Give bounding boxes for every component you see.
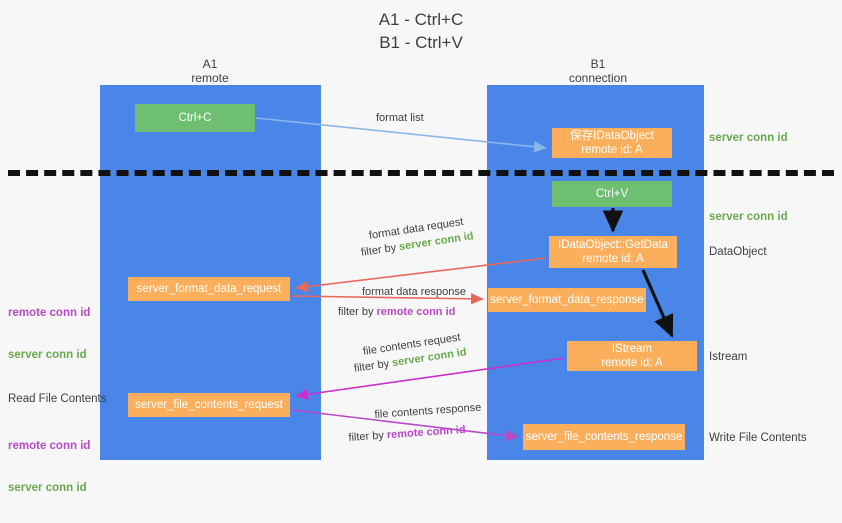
node-save-idataobject-line1: 保存IDataObject (570, 130, 654, 142)
node-save-idataobject-line2: remote id: A (581, 144, 643, 156)
side-label-conn-ids-upper: remote conn id server conn id (8, 278, 90, 390)
side-label-server-conn-id-2: server conn id (8, 482, 87, 494)
node-server-format-data-response[interactable]: server_format_data_response (488, 288, 646, 312)
side-label-dataobject: DataObject (709, 246, 767, 258)
side-label-server-conn-id-mid: server conn id (709, 211, 788, 223)
node-istream-line2: remote id: A (601, 357, 663, 369)
edge-filter-format-data-response: filter by remote conn id (338, 305, 455, 320)
connector-file-contents-request (295, 357, 565, 401)
node-istream[interactable]: IStream remote id: A (567, 341, 697, 371)
side-label-read-file-contents: Read File Contents (8, 393, 107, 405)
node-server-format-data-request-label: server_format_data_request (136, 283, 282, 295)
column-header-a1-role: remote (191, 71, 229, 85)
column-header-a1-name: A1 (202, 57, 218, 71)
edge-filter-file-contents-response-prefix: filter by (348, 429, 388, 444)
node-server-file-contents-response[interactable]: server_file_contents_response (523, 424, 685, 450)
connector-format-list (255, 117, 547, 153)
edge-label-format-data-response-text: format data response (362, 286, 466, 298)
node-ctrl-c[interactable]: Ctrl+C (135, 104, 255, 132)
connector-file-contents-response (291, 409, 519, 442)
edge-label-format-data-response: format data response (362, 285, 466, 300)
node-idataobject-getdata-line2: remote id: A (582, 253, 644, 265)
node-idataobject-getdata-line1: IDataObject::GetData (558, 239, 668, 251)
connector-layer (255, 117, 674, 442)
node-save-idataobject[interactable]: 保存IDataObject remote id: A (552, 128, 672, 158)
connector-getdata-to-istream (641, 269, 674, 338)
column-header-b1-role: connection (568, 71, 628, 85)
node-idataobject-getdata[interactable]: IDataObject::GetData remote id: A (549, 236, 677, 268)
side-label-conn-ids-lower: remote conn id server conn id (8, 411, 90, 523)
side-label-istream: Istream (709, 351, 748, 363)
title-line-2: B1 - Ctrl+V (379, 33, 463, 52)
node-server-file-contents-response-label: server_file_contents_response (525, 431, 683, 443)
page-title: A1 - Ctrl+C B1 - Ctrl+V (0, 8, 842, 54)
clipboard-boundary-divider (8, 170, 834, 176)
node-server-file-contents-request[interactable]: server_file_contents_request (128, 393, 290, 417)
connector-format-data-response (291, 293, 484, 305)
side-label-write-file-contents: Write File Contents (709, 432, 807, 444)
side-label-server-conn-id-1: server conn id (8, 349, 87, 361)
node-ctrl-v[interactable]: Ctrl+V (552, 181, 672, 207)
side-label-server-conn-id-top: server conn id (709, 132, 788, 144)
edge-label-format-list-text: format list (376, 112, 424, 124)
node-ctrl-v-label: Ctrl+V (595, 188, 629, 200)
column-header-b1-name: B1 (590, 57, 606, 71)
column-header-b1: B1 connection (518, 57, 678, 85)
edge-label-format-list: format list (376, 111, 424, 126)
title-line-1: A1 - Ctrl+C (378, 10, 464, 29)
diagram-canvas: A1 - Ctrl+C B1 - Ctrl+V A1 remote B1 con… (0, 8, 842, 494)
node-server-format-data-response-label: server_format_data_response (490, 294, 644, 306)
side-label-remote-conn-id-2: remote conn id (8, 440, 91, 452)
edge-filter-format-data-response-prefix: filter by (338, 306, 377, 318)
column-header-a1: A1 remote (130, 57, 290, 85)
node-server-format-data-request[interactable]: server_format_data_request (128, 277, 290, 301)
node-ctrl-c-label: Ctrl+C (178, 112, 212, 124)
node-istream-line1: IStream (611, 343, 653, 355)
side-label-remote-conn-id-1: remote conn id (8, 307, 91, 319)
edge-filter-format-data-response-value: remote conn id (376, 306, 456, 318)
connector-format-data-request (295, 257, 547, 293)
node-server-file-contents-request-label: server_file_contents_request (135, 399, 283, 411)
